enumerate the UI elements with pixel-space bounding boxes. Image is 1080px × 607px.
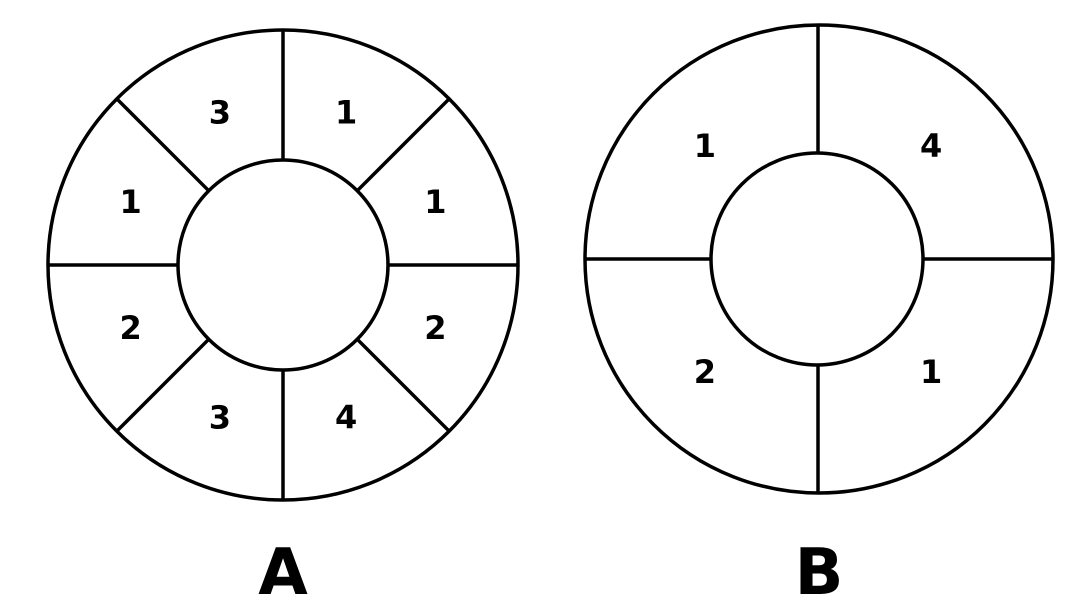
- wheel-a-caption: A: [258, 536, 308, 607]
- wheel-b-sector-label: 2: [694, 353, 716, 391]
- wheel-b-caption: B: [795, 536, 844, 607]
- wheel-b-sector-label: 4: [920, 127, 942, 165]
- wheel-a-labels: 1 1 2 4 3 2 1 3: [119, 94, 446, 437]
- wheel-b-sector-label: 1: [694, 127, 716, 165]
- wheel-a-sector-label: 1: [335, 94, 357, 132]
- wheel-a-sector-label: 4: [335, 398, 357, 436]
- wheel-a-dividers: [48, 30, 518, 500]
- wheel-b-dividers: [584, 25, 1052, 493]
- wheel-a: 1 1 2 4 3 2 1 3 A: [46, 28, 520, 607]
- sector-divider-line: [355, 97, 451, 193]
- sector-divider-line: [355, 337, 451, 433]
- sector-divider-line: [115, 97, 211, 193]
- wheel-a-sector-label: 3: [209, 398, 231, 436]
- wheel-b: 4 1 2 1 B: [583, 23, 1055, 607]
- wheel-b-inner-circle: [709, 151, 925, 367]
- wheel-a-sector-label: 3: [209, 94, 231, 132]
- wheel-a-sector-label: 2: [424, 309, 446, 347]
- wheel-a-sector-label: 1: [119, 183, 141, 221]
- wheel-b-sector-label: 1: [920, 353, 942, 391]
- wheel-a-inner-circle: [176, 158, 390, 372]
- wheel-b-labels: 4 1 2 1: [694, 127, 942, 391]
- sector-divider-line: [115, 337, 211, 433]
- wheel-a-sector-label: 2: [119, 309, 141, 347]
- wheel-a-sector-label: 1: [424, 183, 446, 221]
